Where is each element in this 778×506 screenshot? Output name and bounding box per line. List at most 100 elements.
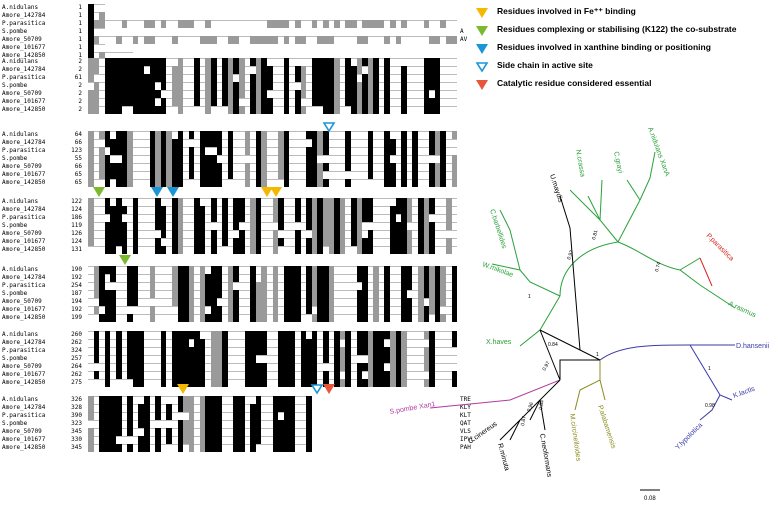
sequence-residues [88, 179, 458, 187]
sequence-end-label: KLY [460, 404, 471, 411]
sequence-residues [88, 420, 312, 428]
triangle-down-icon [167, 187, 179, 197]
sequence-residues [88, 306, 458, 314]
residue-start-number: 2 [78, 82, 82, 89]
triangle-down-icon [119, 255, 131, 265]
residue-start-number: 65 [74, 171, 82, 178]
species-name: Amore_142784 [2, 12, 46, 19]
species-name: Amore_50709 [2, 36, 42, 43]
residue-start-number: 264 [71, 363, 82, 370]
species-name: P.parasitica [2, 74, 46, 81]
sequence-residues [88, 171, 458, 179]
species-name: Amore_101677 [2, 371, 46, 378]
species-name: S.pombe [2, 420, 28, 427]
sequence-residues [88, 246, 458, 254]
tree-leaf-d-hansenii: D.hansenii [736, 343, 770, 350]
scale-label: 0.08 [644, 496, 656, 502]
sequence-end-label: VLS [460, 428, 471, 435]
sequence-residues [88, 355, 458, 363]
sequence-residues [88, 98, 458, 106]
sequence-residues [88, 444, 312, 452]
sequence-residues [88, 58, 458, 66]
residue-start-number: 190 [71, 266, 82, 273]
residue-start-number: 257 [71, 355, 82, 362]
sequence-residues [88, 339, 458, 347]
sequence-residues [88, 404, 312, 412]
species-name: S.pombe [2, 82, 28, 89]
alignment-row: A.nidulans 190 [0, 266, 470, 274]
alignment-row: A.nidulans 1 [0, 4, 470, 12]
residue-start-number: 1 [78, 4, 82, 11]
species-name: A.nidulans [2, 266, 39, 273]
bootstrap-value: 0.87 [520, 416, 528, 427]
sequence-residues [88, 412, 312, 420]
sequence-residues [88, 147, 458, 155]
residue-start-number: 131 [71, 246, 82, 253]
species-name: Amore_142784 [2, 66, 46, 73]
bootstrap-value: 1 [708, 366, 711, 372]
tree-leaf-p-parasitica: P.parasitica [705, 232, 735, 262]
residue-start-number: 1 [78, 28, 82, 35]
sequence-residues [88, 266, 458, 274]
sequence-residues [88, 379, 458, 387]
sequence-end-label: KLT [460, 412, 471, 419]
sequence-residues [88, 331, 458, 339]
species-name: S.pombe [2, 28, 28, 35]
tree-leaf-s-pombe-xan1: S.pombe Xan1 [389, 401, 436, 416]
species-name: S.pombe [2, 155, 28, 162]
sequence-end-label: PAH [460, 444, 471, 451]
triangle-down-icon [323, 384, 335, 394]
alignment-row: Amore_142784 192 [0, 274, 470, 282]
residue-start-number: 194 [71, 298, 82, 305]
residue-start-number: 2 [78, 58, 82, 65]
tree-leaf-r-minuta: R.minuta [496, 443, 510, 472]
bootstrap-value: 0.96 [526, 401, 535, 412]
sequence-residues [88, 230, 458, 238]
species-name: Amore_142784 [2, 274, 46, 281]
species-name: Amore_50709 [2, 363, 42, 370]
residue-start-number: 328 [71, 404, 82, 411]
species-name: Amore_50709 [2, 163, 42, 170]
sequence-residues [88, 36, 458, 44]
sequence-residues [88, 347, 458, 355]
residue-start-number: 186 [71, 214, 82, 221]
species-name: Amore_142850 [2, 106, 46, 113]
triangle-down-icon [177, 384, 189, 394]
triangle-down-icon [476, 26, 488, 36]
sequence-end-label: IPVL [460, 436, 475, 443]
sequence-residues [88, 139, 458, 147]
triangle-down-outline-icon [322, 122, 336, 133]
residue-start-number: 55 [74, 155, 82, 162]
species-name: Amore_50709 [2, 90, 42, 97]
bootstrap-value: 1 [596, 352, 599, 358]
residue-start-number: 124 [71, 238, 82, 245]
residue-start-number: 66 [74, 139, 82, 146]
residue-start-number: 254 [71, 282, 82, 289]
tree-leaf-c-barbellides: C.barbellides [488, 208, 507, 249]
sequence-residues [88, 74, 458, 82]
tree-leaf-a-rasmus: A.rasmus [727, 300, 757, 319]
residue-start-number: 192 [71, 274, 82, 281]
sequence-end-label: TRE [460, 396, 471, 403]
triangle-down-icon [476, 8, 488, 18]
species-name: A.nidulans [2, 4, 39, 11]
